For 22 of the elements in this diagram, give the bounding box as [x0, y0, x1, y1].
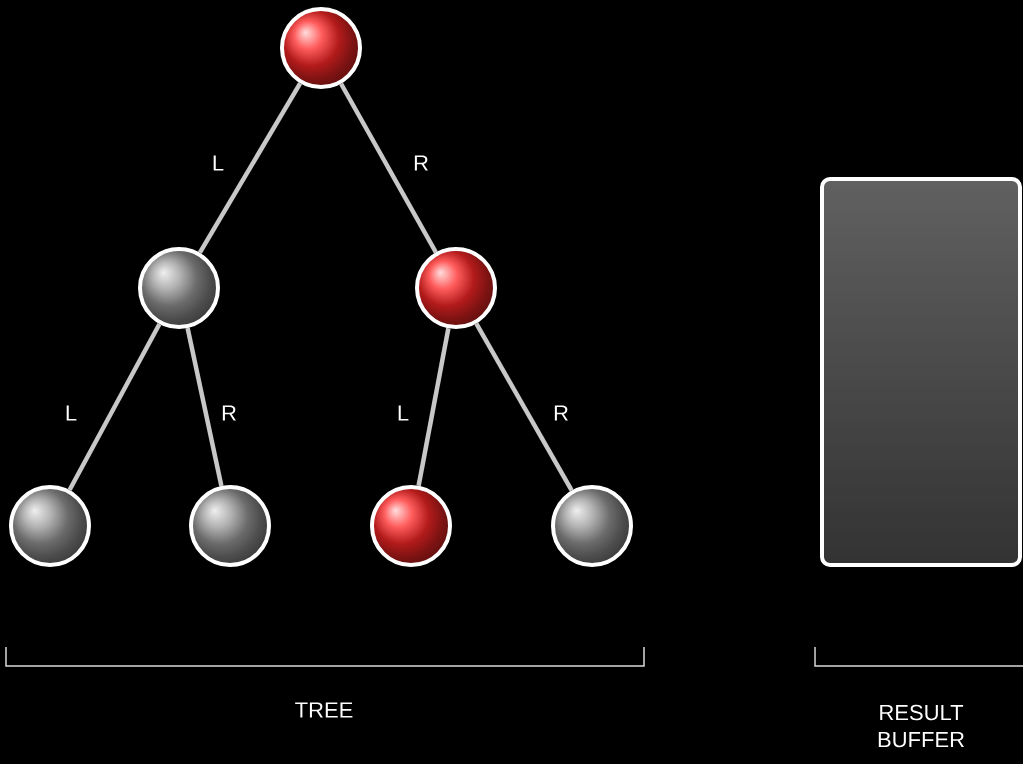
- tree-node-circle: [138, 247, 220, 329]
- edge-label: R: [414, 155, 428, 171]
- tree-edge: [197, 82, 303, 254]
- group-label: TREE: [295, 702, 353, 718]
- buffer-rectangle: [820, 177, 1022, 567]
- edge-label: R: [222, 405, 236, 421]
- edge-label: L: [213, 155, 224, 171]
- tree-node-circle: [551, 485, 633, 567]
- tree-node-circle: [280, 7, 362, 89]
- tree-node-circle: [370, 485, 452, 567]
- tree-node-circle: [415, 247, 497, 329]
- group-label: RESULT BUFFER: [878, 704, 964, 748]
- tree-edge: [185, 327, 224, 487]
- tree-edge: [339, 82, 438, 254]
- tree-node-circle: [9, 485, 91, 567]
- tree-edge: [416, 327, 451, 487]
- tree-edge: [474, 322, 574, 492]
- edge-label: L: [66, 405, 77, 421]
- edge-label: R: [554, 405, 568, 421]
- edge-label: L: [398, 405, 409, 421]
- tree-edge: [67, 322, 162, 492]
- tree-node-circle: [189, 485, 271, 567]
